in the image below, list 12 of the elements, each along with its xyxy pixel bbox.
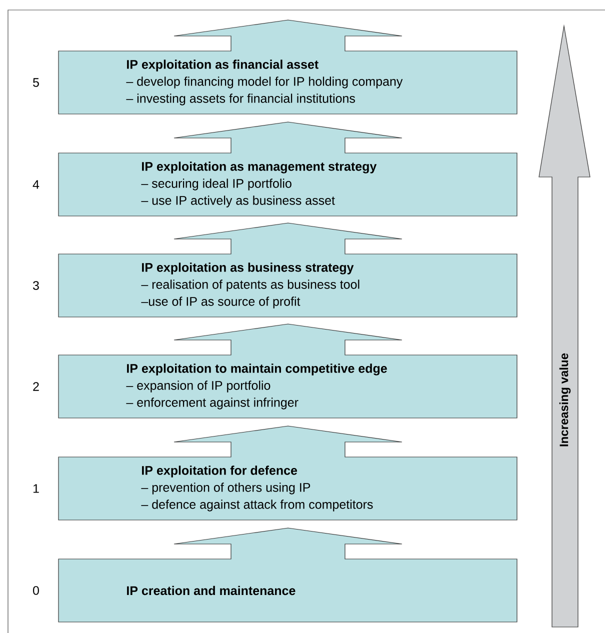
level-number: 3 [33,281,39,290]
arrow-box: IP exploitation as management strategy – securing ideal IP portfolio – use IP actively as business asset [58,122,518,216]
arrow-box: IP exploitation as financial asset – develop financing model for IP holding company – investing assets for financial institutions [58,20,518,114]
arrow-box: IP exploitation to maintain competitive edge – expansion of IP portfolio – enforcement against infringer [58,324,518,418]
level-number: 5 [33,78,39,87]
level-number: 2 [33,382,39,391]
level-number: 1 [33,484,39,493]
level-number: 0 [33,586,39,595]
arrow-box: IP creation and maintenance [58,528,518,622]
arrow-box: IP exploitation as business strategy – realisation of patents as business tool –use of IP as source of profit [58,222,518,318]
level-number: 4 [32,180,40,189]
arrow-box: IP exploitation for defence – prevention of others using IP – defence against attack from competitors [58,426,518,520]
